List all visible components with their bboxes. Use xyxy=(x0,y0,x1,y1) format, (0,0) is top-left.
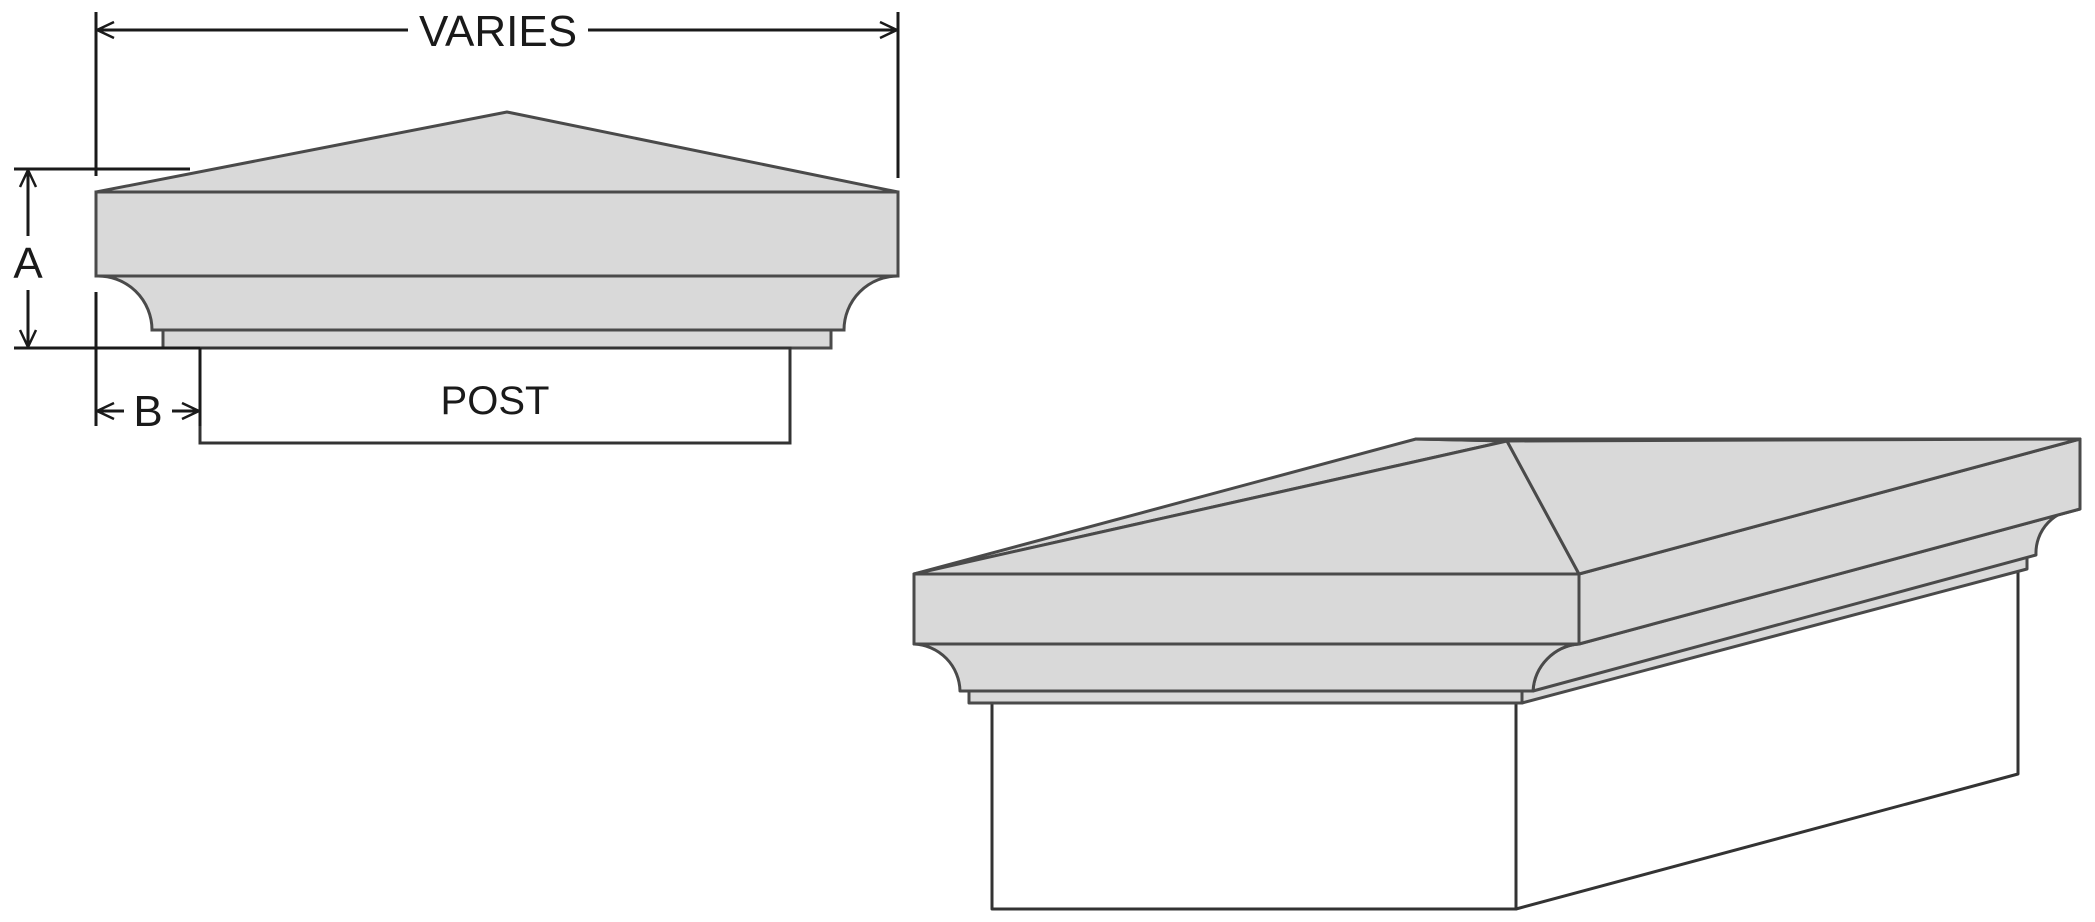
pyramid-3d-front xyxy=(912,439,1581,576)
cap-upper-band xyxy=(94,190,900,278)
side-elevation-view: POST VARIES A B xyxy=(13,7,900,445)
varies-label: VARIES xyxy=(419,7,577,56)
cap-bottom-lip xyxy=(161,328,833,350)
cap-pyramid-top xyxy=(94,110,900,194)
a-label: A xyxy=(13,239,43,288)
post-rectangle xyxy=(198,346,792,445)
lip-3d-front xyxy=(967,689,1524,705)
post-label: POST xyxy=(441,379,550,423)
b-label: B xyxy=(133,387,162,436)
band-3d-front xyxy=(912,572,1581,646)
cap-cove-band xyxy=(95,274,899,332)
pyramid-3d-right xyxy=(1505,437,2082,576)
perspective-view xyxy=(912,437,2082,911)
b-dimension xyxy=(94,292,202,426)
a-dimension xyxy=(14,167,200,350)
varies-dimension xyxy=(94,12,900,178)
post-3d-front-face xyxy=(990,701,1518,911)
cove-3d-front xyxy=(912,642,1581,693)
